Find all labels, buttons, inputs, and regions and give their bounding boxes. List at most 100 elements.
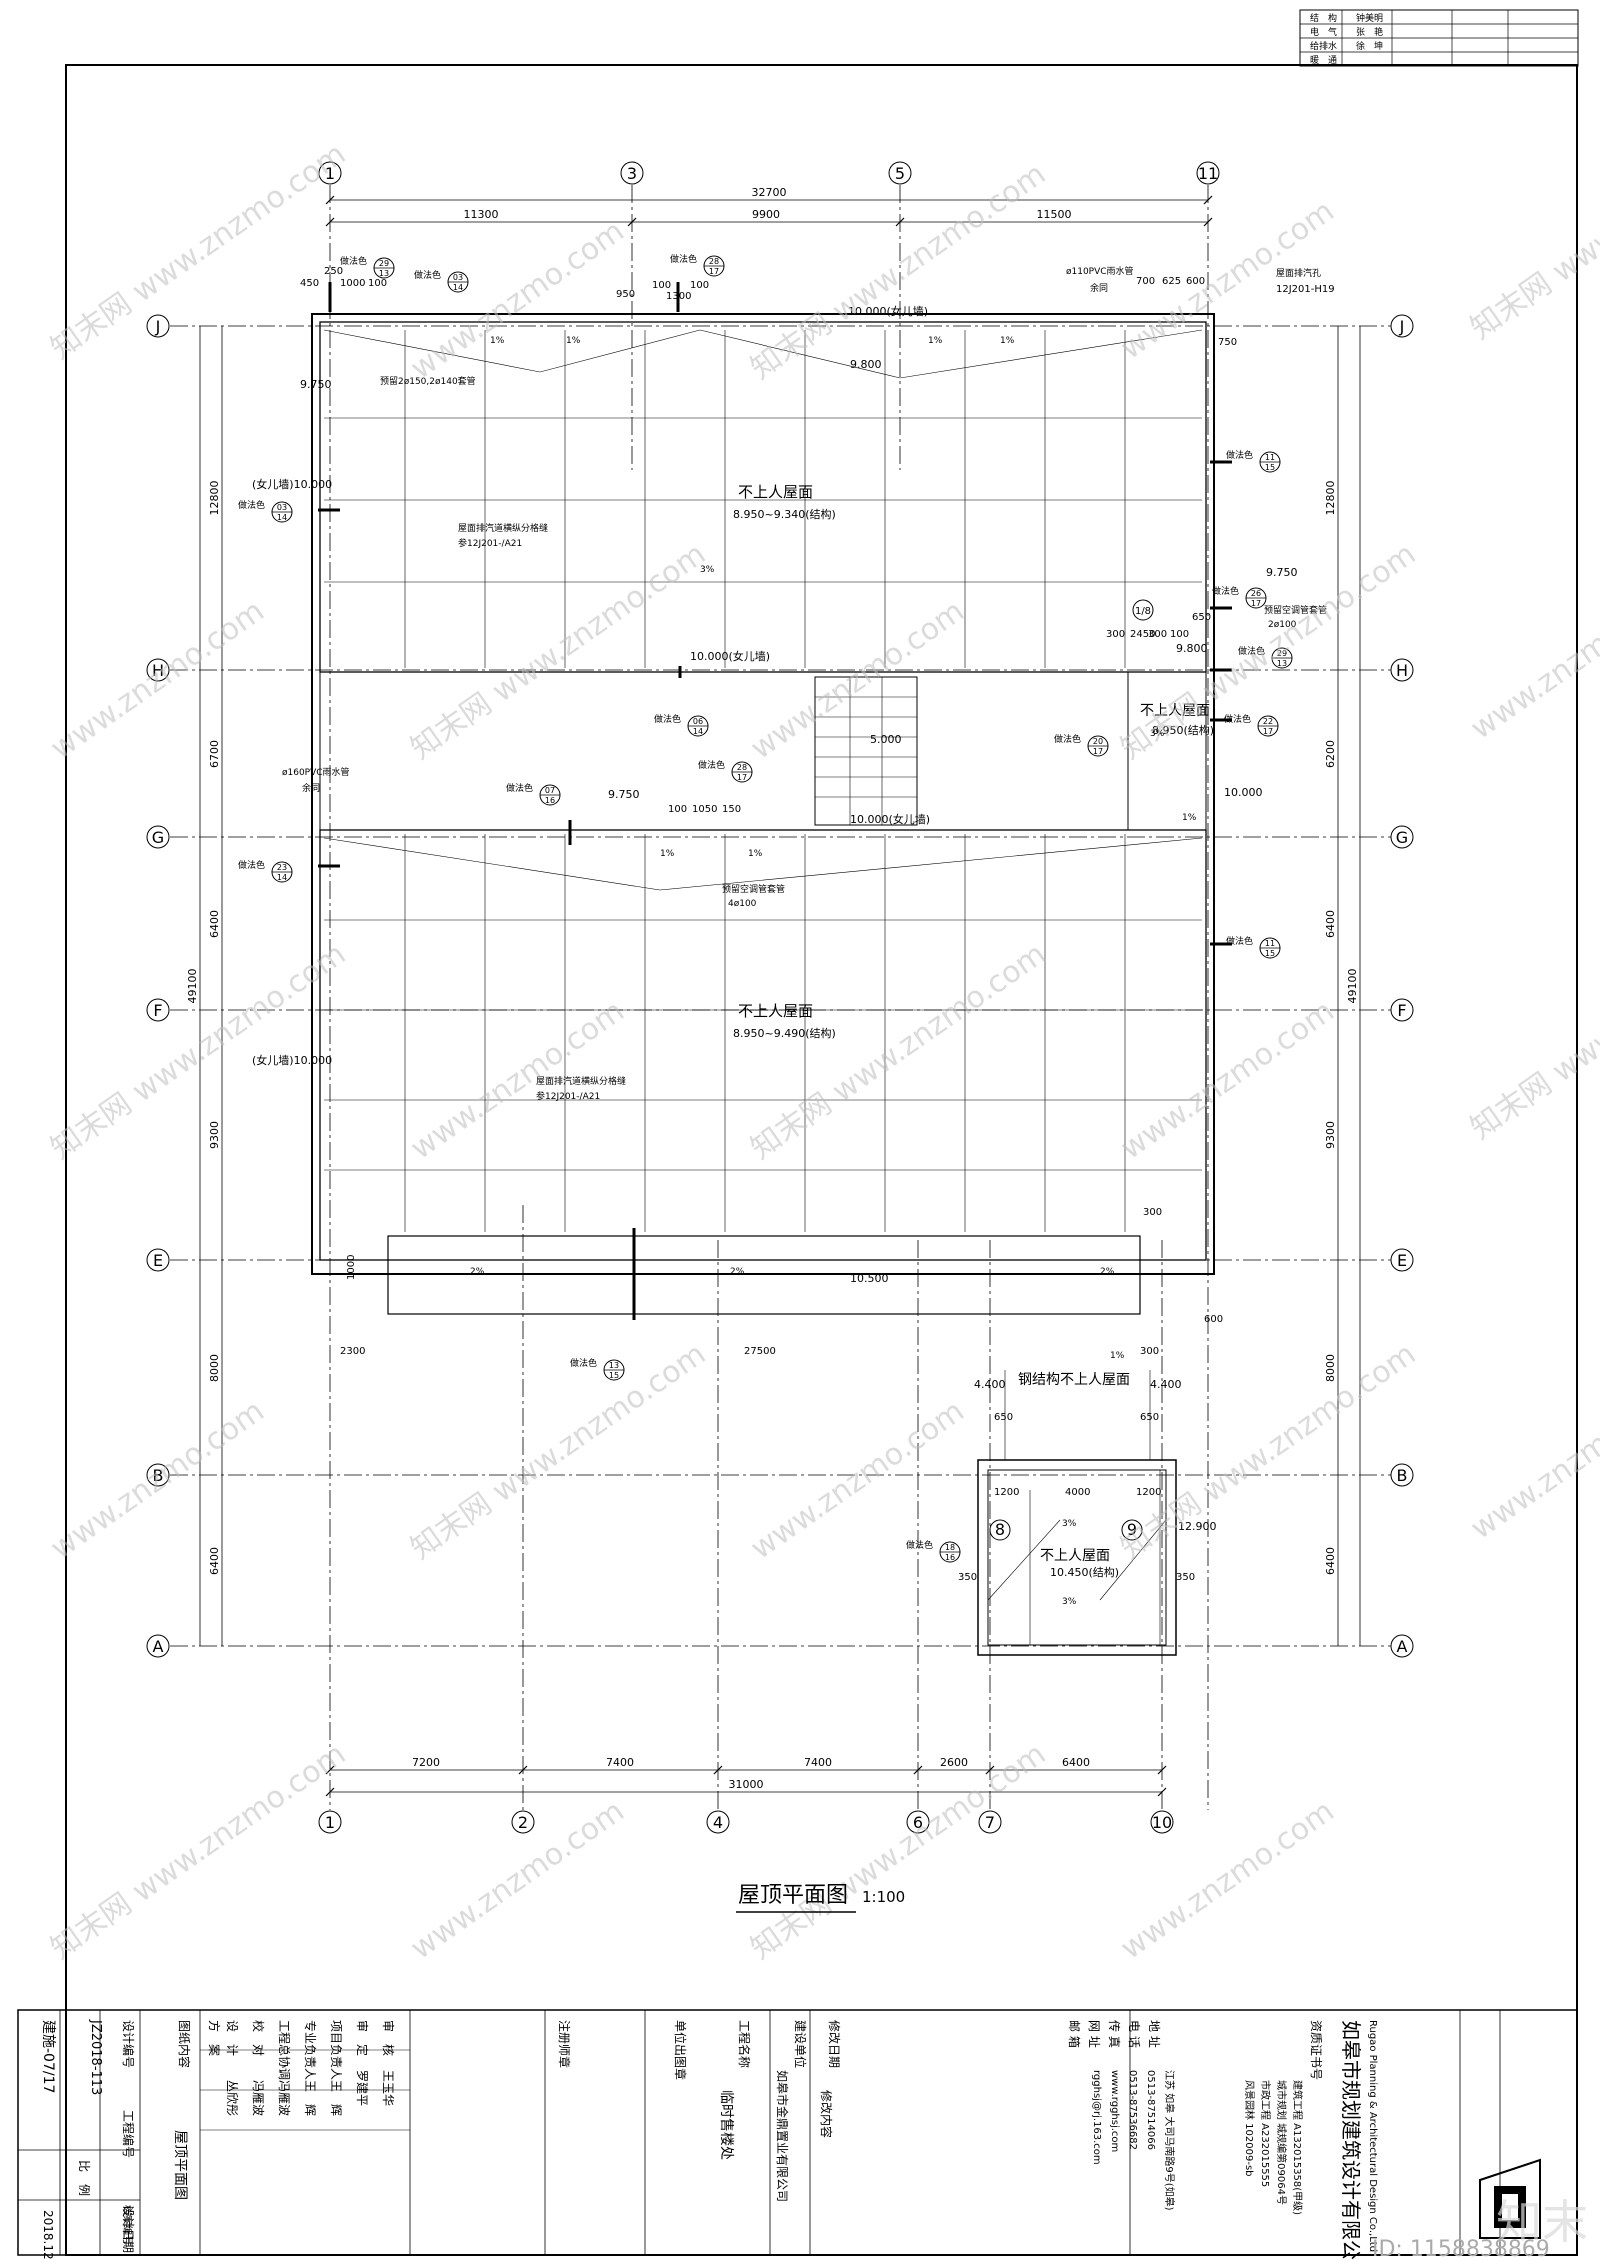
detail-ref-number: 06 <box>693 717 703 726</box>
axis-label-top: 5 <box>895 164 905 183</box>
detail-ref-label: 做法色 <box>906 1539 933 1551</box>
detail-ref-sheet: 17 <box>709 267 719 276</box>
parapet-label: (女儿墙)10.000 <box>252 477 332 491</box>
inner-dim: 2300 <box>340 1346 365 1357</box>
sheet-number: 建施-07/17 <box>40 2020 56 2093</box>
inner-dim: 300 <box>1140 1346 1159 1357</box>
roof-grid-lower <box>323 834 1203 1232</box>
sleeve-note: 4ø100 <box>728 899 757 909</box>
watermark-text: www.znzmo.com <box>1465 574 1600 747</box>
client-label: 建设单位 <box>793 2020 808 2068</box>
grid-note: 屋面排汽道横纵分格缝 <box>536 1075 626 1087</box>
slope-label: 1% <box>566 336 581 346</box>
sleeve-note: 预留空调管套管 <box>1264 604 1327 616</box>
detail-ref-label: 做法色 <box>1238 645 1265 657</box>
detail-ref-label: 做法色 <box>570 1357 597 1369</box>
qual: 建筑工程 A132015358(甲级) <box>1291 2080 1304 2215</box>
proj-no-label: 工程编号 <box>121 2110 136 2158</box>
elev-label: 9.750 <box>300 378 332 391</box>
role-name: 丛欣彤 <box>225 2080 239 2116</box>
axis-label-sub: 1/8 <box>1135 606 1151 617</box>
role-name: 王 辉 <box>303 2080 317 2116</box>
detail-ref-number: 03 <box>453 273 463 282</box>
detail-ref-sheet: 17 <box>1263 727 1273 736</box>
detail-ref-sheet: 15 <box>1265 949 1275 958</box>
roof-elev: 8.950~9.490(结构) <box>733 1026 836 1040</box>
detail-ref-number: 03 <box>277 503 287 512</box>
role-name: 冯雁波 <box>277 2080 291 2116</box>
dim-right-seg: 6400 <box>1324 1547 1337 1575</box>
watermark-text: 知末网 www.znzmo.com <box>1115 1337 1423 1567</box>
inner-dim: 150 <box>722 804 741 815</box>
inner-dim: 625 <box>1162 276 1181 287</box>
company-name-en: Rugao Planning & Architectural Design Co… <box>1367 2020 1378 2252</box>
axis-label-bottom: 10 <box>1152 1813 1172 1832</box>
watermark: 知末网 www.znzmo.com www.znzmo.com 知末网 www.zn… <box>45 117 1600 1967</box>
discipline-cell: 徐 坤 <box>1356 40 1383 52</box>
detail-ref-sheet: 14 <box>277 873 287 882</box>
inner-dim: 2450 <box>1130 629 1155 640</box>
watermark-text: 知末网 www.znzmo.com <box>745 157 1053 387</box>
dim-bottom-seg: 2600 <box>940 1756 968 1769</box>
qual: 市政工程 A232015555 <box>1259 2080 1272 2187</box>
axis-bubbles: 1 3 5 11 1 2 4 6 7 10 J H G F E B A J <box>146 161 1414 1834</box>
detail-ref-sheet: 15 <box>1265 463 1275 472</box>
inner-dim: 27500 <box>744 1346 776 1357</box>
dim-top-total: 32700 <box>752 186 787 199</box>
detail-ref-number: 11 <box>1265 453 1275 462</box>
dim-right-total: 49100 <box>1346 969 1359 1004</box>
fax: 0513-87536682 <box>1127 2070 1138 2150</box>
inner-dim: 1050 <box>692 804 717 815</box>
detail-ref-number: 22 <box>1263 717 1273 726</box>
addr-label: 地 址 <box>1147 2020 1161 2048</box>
dim-left-seg: 6700 <box>208 740 221 768</box>
stair-block <box>815 677 917 825</box>
role: 设 计 <box>225 2020 239 2056</box>
roof-elev: 8.950~9.340(结构) <box>733 507 836 521</box>
dim-right-seg: 12800 <box>1324 481 1337 516</box>
addr: 江苏 如皋 大司马南路9号(如皋) <box>1163 2070 1176 2211</box>
detail-ref-label: 做法色 <box>414 269 441 281</box>
detail-ref-number: 13 <box>609 1361 619 1370</box>
watermark-text: www.znzmo.com <box>745 594 971 767</box>
rev-content: 修改内容 <box>819 2090 834 2138</box>
dim-left-seg: 12800 <box>208 481 221 516</box>
dim-bottom-seg: 6400 <box>1062 1756 1090 1769</box>
axis-label-left: G <box>152 828 164 847</box>
dim-left-seg: 8000 <box>208 1354 221 1382</box>
axis-label-sub: 9 <box>1127 1520 1137 1539</box>
detail-ref-label: 做法色 <box>698 759 725 771</box>
inner-dim: 650 <box>1140 1412 1159 1423</box>
roof-elev: 10.450(结构) <box>1050 1565 1119 1579</box>
watermark-text: www.znzmo.com <box>1465 1374 1600 1547</box>
drawing-title-block: 屋顶平面图 1:100 <box>736 1883 905 1913</box>
discipline-cell: 张 艳 <box>1356 26 1383 38</box>
slope-label: 1% <box>1182 813 1197 823</box>
elev-label: 10.000 <box>1224 786 1263 799</box>
web: www.rgghsj.com <box>1109 2070 1120 2152</box>
elev-label: 9.750 <box>1266 566 1298 579</box>
parapet-label: 10.000(女儿墙) <box>690 649 770 663</box>
detail-ref-sheet: 14 <box>277 513 287 522</box>
pipe-note: 余同 <box>302 782 320 794</box>
axis-label-right: H <box>1396 661 1408 680</box>
detail-ref-label: 做法色 <box>1224 713 1251 725</box>
slope-label: 1% <box>748 849 763 859</box>
id-label: ID: 1158838869 <box>1372 2237 1550 2261</box>
watermark-text: 知末网 www.znzmo.com <box>1465 917 1600 1147</box>
detail-ref-number: 28 <box>737 763 747 772</box>
detail-ref-number: 29 <box>1277 649 1287 658</box>
slope-label: 1% <box>928 336 943 346</box>
title-block <box>17 2009 1578 2256</box>
dim-bottom-seg: 7200 <box>412 1756 440 1769</box>
vent-note: 12J201-H19 <box>1276 284 1335 295</box>
axis-label-left: J <box>155 317 161 336</box>
detail-ref-number: 18 <box>945 1543 955 1552</box>
grid-note: 参12J201-/A21 <box>536 1090 600 1102</box>
detail-ref-sheet: 16 <box>545 796 555 805</box>
inner-dim: 1000 <box>340 278 365 289</box>
axis-label-right: G <box>1396 828 1408 847</box>
roof-grid-upper <box>323 329 1203 668</box>
slope-label: 2% <box>730 1267 745 1277</box>
building-outline <box>311 313 1215 1656</box>
